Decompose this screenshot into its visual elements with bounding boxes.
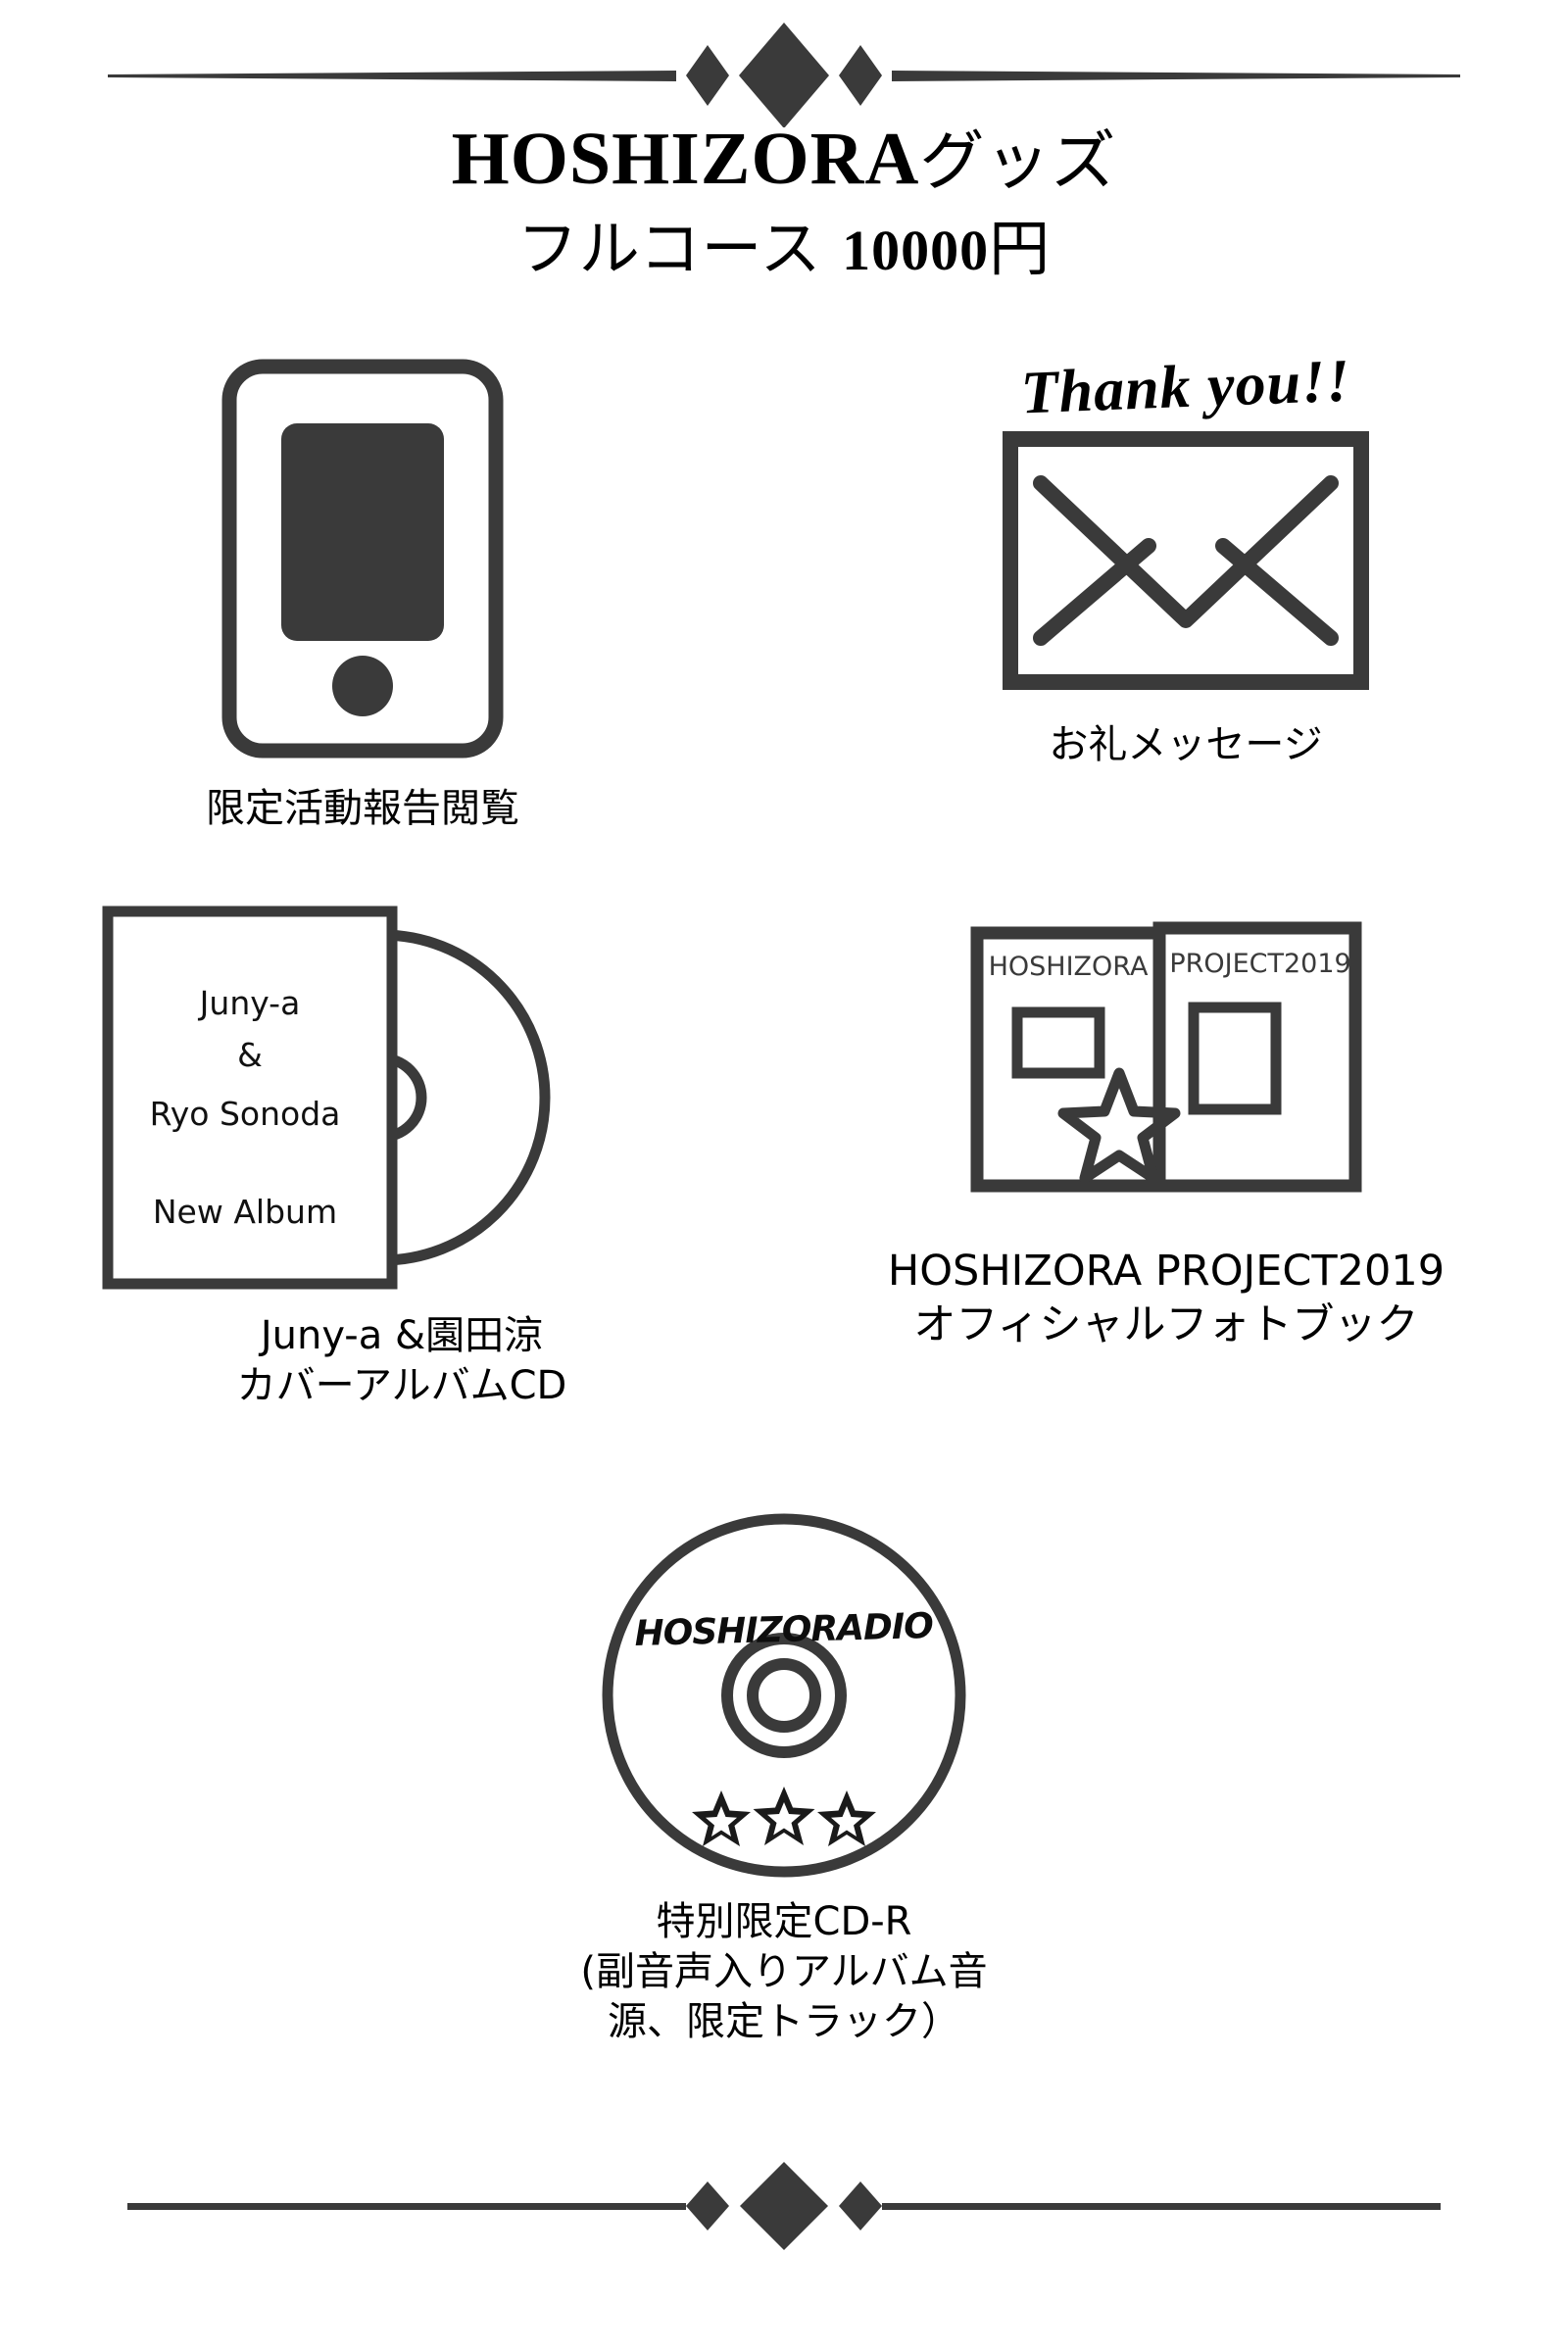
page-title-main: HOSHIZORA [451,118,920,200]
thank-you-text: Thank you!! [1019,347,1352,427]
item-tablet-label-line: 限定活動報告閲覧 [206,786,519,831]
open-photobook-icon: HOSHIZORA PROJECT2019 [970,921,1362,1193]
photobook-left-page-text: HOSHIZORA [989,952,1149,982]
item-cdr: HOSHIZORADIO 特別限定CD-R (副音声入りアルバム音 源、限定トラ… [431,1509,1137,2048]
item-cdr-label: 特別限定CD-R (副音声入りアルバム音 源、限定トラック） [431,1897,1137,2048]
item-cd-album-label-line-2: カバーアルバムCD [236,1363,567,1409]
item-photobook-label: HOSHIZORA PROJECT2019 オフィシャルフォトブック [784,1245,1548,1352]
compact-disc-icon: HOSHIZORADIO [602,1513,966,1878]
page-title-block: HOSHIZORAグッズ フルコース 10000円 [0,118,1568,287]
page-subtitle-suffix: 円 [989,213,1052,285]
diamond-divider-ornament-icon [108,23,1460,128]
disc-stars-inner [706,1802,862,1837]
item-envelope: Thank you!! お礼メッセージ [872,348,1499,770]
diamond-divider-ornament-icon [127,2162,1441,2250]
item-cdr-label-line-1: 特別限定CD-R [656,1899,912,1944]
top-divider [0,10,1568,128]
disc-title-text: HOSHIZORADIO [634,1606,934,1654]
item-tablet: 限定活動報告閲覧 [59,353,666,834]
page-subtitle-prefix: フルコース [516,213,843,285]
item-cdr-label-line-3: 源、限定トラック） [608,1999,960,2045]
envelope-icon [1003,431,1369,690]
item-envelope-label: お礼メッセージ [872,720,1499,770]
item-cd-album-label-line-1: Juny-a &園田涼 [260,1313,544,1358]
page-title: HOSHIZORAグッズ [0,118,1568,201]
bottom-divider [0,2146,1568,2264]
page-title-suffix: グッズ [919,123,1117,199]
cd-cover-line-2: & [237,1036,263,1074]
item-cdr-label-line-2: (副音声入りアルバム音 [580,1949,988,1995]
photobook-right-page-text: PROJECT2019 [1169,949,1350,979]
item-tablet-label: 限定活動報告閲覧 [59,784,666,834]
cd-cover-line-3: Ryo Sonoda [150,1095,341,1133]
item-cd-album: Juny-a & Ryo Sonoda New Album Juny-a &園田… [59,902,745,1411]
item-photobook-label-line-2: オフィシャルフォトブック [913,1300,1419,1350]
item-photobook-label-line-1: HOSHIZORA PROJECT2019 [887,1247,1446,1296]
item-envelope-label-line: お礼メッセージ [1049,722,1323,767]
cd-cover-line-1: Juny-a [198,984,301,1022]
page-subtitle: フルコース 10000円 [0,211,1568,287]
cd-jewel-case-icon: Juny-a & Ryo Sonoda New Album [102,906,551,1290]
cd-cover-line-4: New Album [153,1193,337,1231]
page-subtitle-price: 10000 [842,219,990,283]
tablet-device-icon [221,359,504,759]
item-cd-album-label: Juny-a &園田涼 カバーアルバムCD [59,1311,745,1411]
item-photobook: HOSHIZORA PROJECT2019 HOSHIZORA PROJECT2… [784,921,1548,1352]
